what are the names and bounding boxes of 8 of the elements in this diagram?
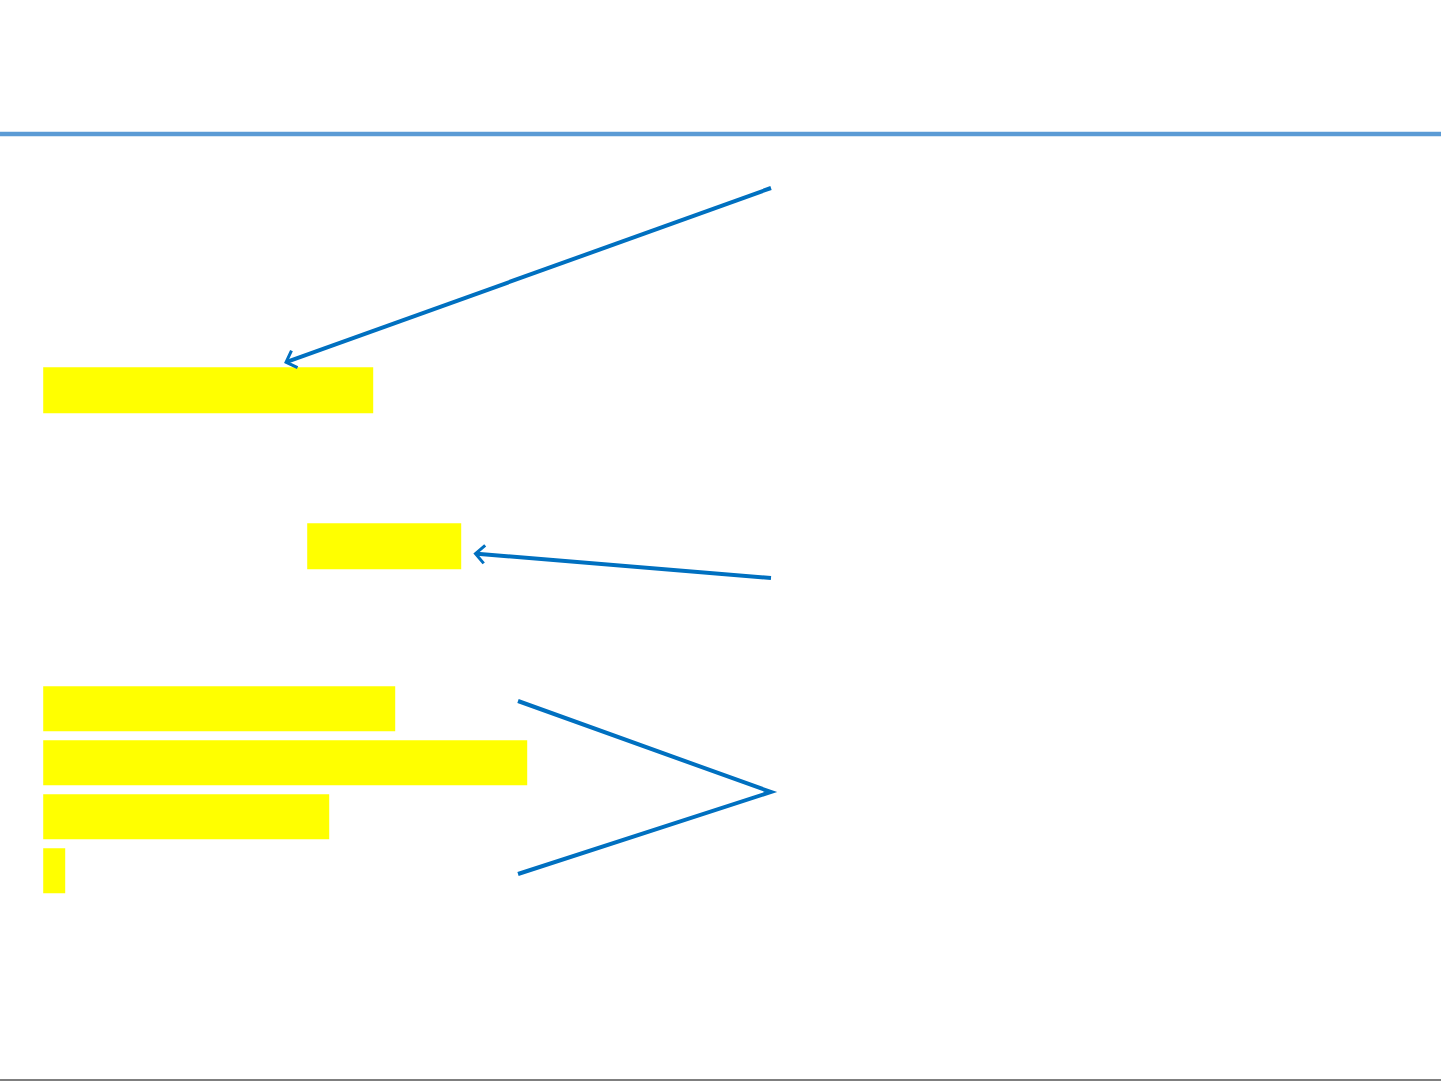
highlight-bar: [43, 848, 66, 894]
highlight-bar: [43, 740, 528, 786]
arrow: [473, 544, 772, 580]
highlight-bar: [43, 686, 396, 732]
arrow: [284, 186, 772, 369]
highlight-bar: [43, 794, 330, 840]
highlight-bar: [307, 523, 462, 570]
highlight-bar: [43, 367, 374, 414]
